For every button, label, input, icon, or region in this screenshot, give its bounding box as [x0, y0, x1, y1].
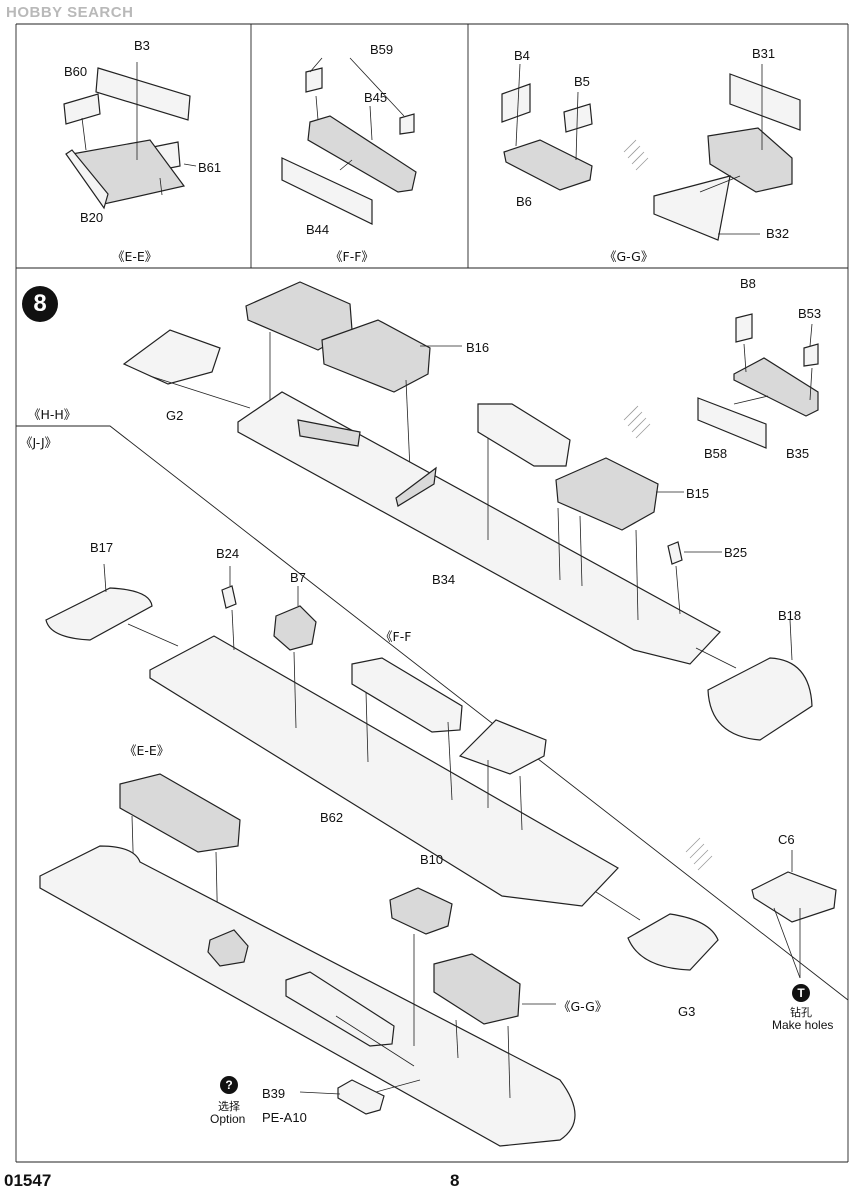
- part-label-b31: B31: [752, 46, 776, 61]
- ee-drawing: [63, 62, 197, 210]
- section-label-ff: 《F-F》: [330, 249, 374, 264]
- section-label-ee-box: 《E-E》: [124, 743, 170, 758]
- section-label-gg: 《G-G》: [604, 249, 654, 264]
- section-label-hh: 《H-H》: [28, 407, 77, 422]
- watermark-logo: HOBBY SEARCH: [6, 4, 134, 21]
- kit-number: 01547: [4, 1171, 52, 1190]
- option-label-en: Option: [210, 1112, 246, 1126]
- part-label-b24: B24: [216, 546, 240, 561]
- part-label-b32: B32: [766, 226, 790, 241]
- drill-icon: T: [792, 984, 810, 1002]
- step-number-badge: 8: [22, 286, 58, 322]
- part-label-b34: B34: [432, 572, 456, 587]
- part-label-b10: B10: [420, 852, 444, 867]
- hh-drawing: [122, 281, 819, 741]
- option-label-cn: 选择: [218, 1101, 240, 1113]
- panel-frames: [15, 23, 849, 1163]
- part-label-b17: B17: [90, 540, 114, 555]
- part-label-b60: B60: [64, 64, 88, 79]
- part-label-b3: B3: [134, 38, 150, 53]
- part-label-b44: B44: [306, 222, 330, 237]
- part-label-b39: B39: [262, 1086, 286, 1101]
- part-label-pe-a10: PE-A10: [262, 1110, 307, 1125]
- part-label-b15: B15: [686, 486, 710, 501]
- gg-drawing: [501, 63, 801, 241]
- part-label-b53: B53: [798, 306, 822, 321]
- part-label-b18: B18: [778, 608, 802, 623]
- part-label-b5: B5: [574, 74, 590, 89]
- jj-drawing: [39, 563, 837, 1147]
- make-holes-label-cn: 钻孔: [790, 1007, 812, 1019]
- part-label-b25: B25: [724, 545, 748, 560]
- part-label-b6: B6: [516, 194, 532, 209]
- section-label-gg-box: 《G-G》: [558, 999, 608, 1014]
- part-label-g3: G3: [678, 1004, 696, 1019]
- part-label-b16: B16: [466, 340, 490, 355]
- part-label-b35: B35: [786, 446, 810, 461]
- part-label-b8: B8: [740, 276, 756, 291]
- ff-drawing: [281, 57, 417, 225]
- part-label-b59: B59: [370, 42, 394, 57]
- section-label-ff-box: 《F-F: [380, 629, 412, 644]
- option-icon: ?: [220, 1076, 238, 1094]
- part-label-b58: B58: [704, 446, 728, 461]
- make-holes-label-en: Make holes: [772, 1018, 834, 1032]
- part-label-b20: B20: [80, 210, 104, 225]
- part-label-g2: G2: [166, 408, 184, 423]
- part-label-c6: C6: [778, 832, 795, 847]
- section-label-ee: 《E-E》: [112, 249, 158, 264]
- part-label-b4: B4: [514, 48, 530, 63]
- page-number: 8: [450, 1171, 460, 1190]
- part-label-b61: B61: [198, 160, 222, 175]
- section-label-jj: 《J-J》: [20, 435, 58, 450]
- part-label-b45: B45: [364, 90, 388, 105]
- part-label-b62: B62: [320, 810, 344, 825]
- part-label-b7: B7: [290, 570, 306, 585]
